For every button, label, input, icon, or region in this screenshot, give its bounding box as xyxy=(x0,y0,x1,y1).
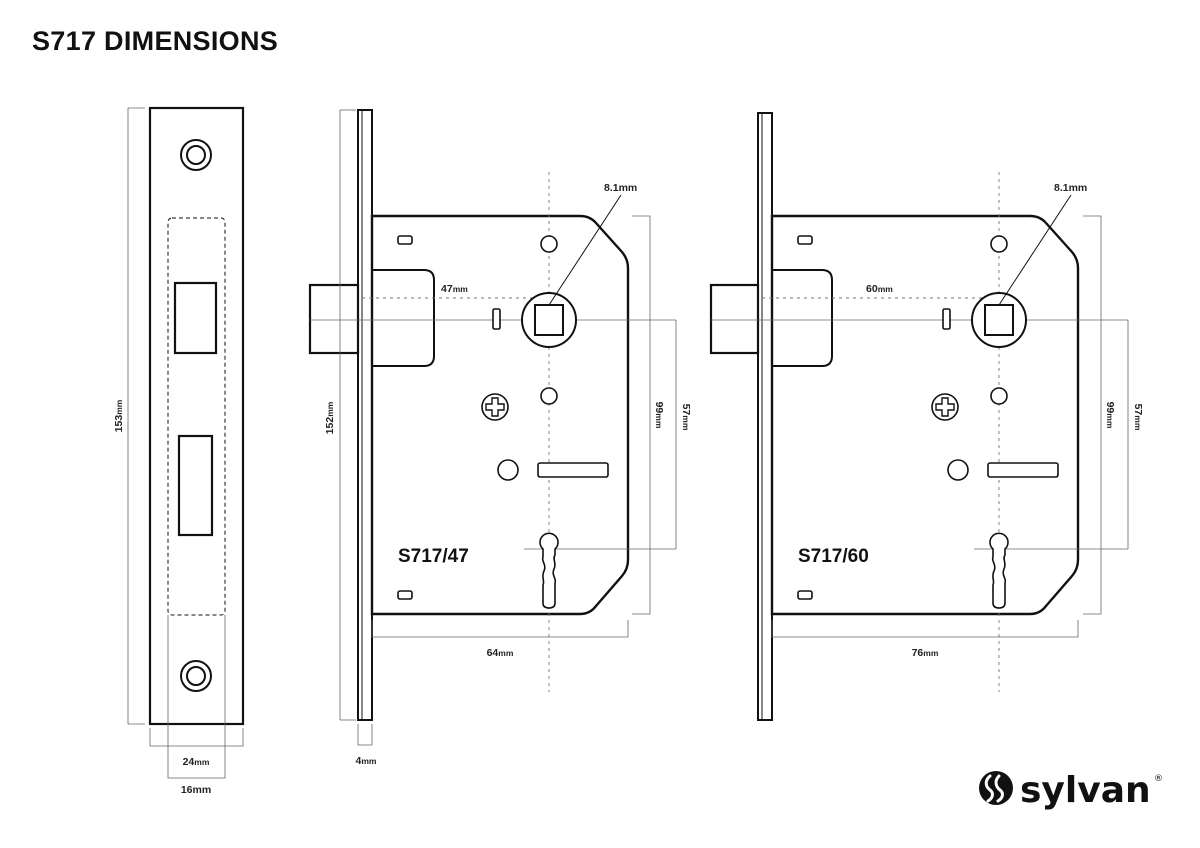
lock-60-case-height-label: 99mm xyxy=(1104,402,1116,429)
faceplate-inner-width-label: 16mm xyxy=(181,784,211,796)
sylvan-mark-icon xyxy=(979,771,1013,805)
lock-60-depth-label: 76mm xyxy=(912,647,939,659)
faceplate-outer-width-label: 24mm xyxy=(183,756,210,768)
lock-47-thickness-label: 4mm xyxy=(356,755,377,767)
lock-47-backset-label: 47mm xyxy=(441,283,468,295)
lock-47-centres-label: 57mm xyxy=(680,404,692,431)
faceplate-height-label: 153mm xyxy=(113,399,125,432)
lock-60-backset-label: 60mm xyxy=(866,283,893,295)
lock-60-spindle-label: 8.1mm xyxy=(1054,182,1087,194)
brand-name: sylvan xyxy=(1020,770,1151,811)
lock-60-side-view xyxy=(709,112,1129,721)
lock-47-model-label: S717/47 xyxy=(398,546,469,567)
lock-47-side-view xyxy=(308,109,677,746)
lock-60-model-label: S717/60 xyxy=(798,546,869,567)
lock-47-faceplate-height-label: 152mm xyxy=(324,401,336,434)
lock-60-centres-label: 57mm xyxy=(1132,404,1144,431)
page-title: S717 DIMENSIONS xyxy=(32,26,279,56)
registered-mark: ® xyxy=(1154,774,1163,784)
lock-47-case-height-label: 99mm xyxy=(653,402,665,429)
faceplate-front-view xyxy=(127,106,245,779)
sylvan-logo: sylvan ® xyxy=(979,770,1163,811)
lock-47-depth-label: 64mm xyxy=(487,647,514,659)
lock-47-spindle-label: 8.1mm xyxy=(604,182,637,194)
